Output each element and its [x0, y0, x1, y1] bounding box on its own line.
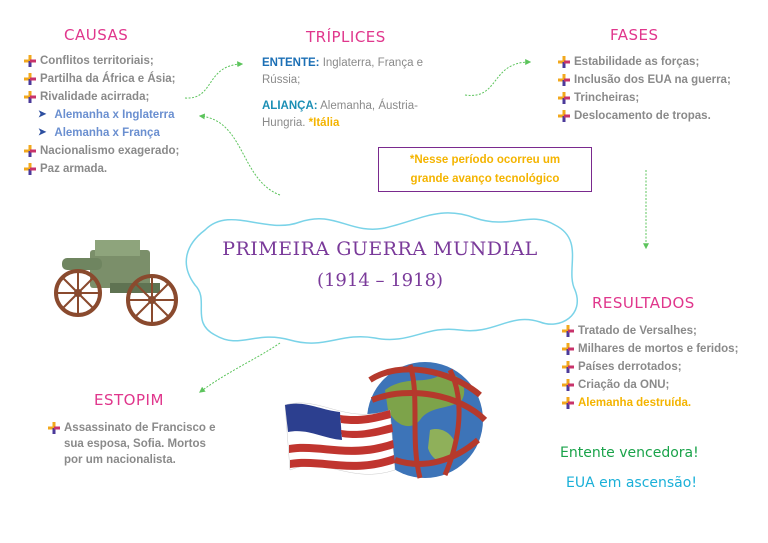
- list-item: Tratado de Versalhes;: [562, 322, 738, 340]
- cannon-illustration: [54, 240, 178, 326]
- eua-ascensao-text: EUA em ascensão!: [566, 475, 697, 491]
- list-item: Nacionalismo exagerado;: [24, 142, 179, 160]
- page-title: PRIMEIRA GUERRA MUNDIAL: [222, 238, 538, 260]
- list-item: Deslocamento de tropas.: [558, 107, 731, 125]
- list-item: Paz armada.: [24, 160, 179, 178]
- resultados-list: Tratado de Versalhes; Milhares de mortos…: [562, 322, 738, 412]
- fases-heading: FASES: [610, 26, 659, 44]
- technology-note-box: *Nesse período ocorreu um grande avanço …: [378, 147, 592, 192]
- list-item: ➤Alemanha x França: [24, 124, 179, 142]
- list-item: Rivalidade acirrada;: [24, 88, 179, 106]
- list-item: ➤Alemanha x Inglaterra: [24, 106, 179, 124]
- list-item: Milhares de mortos e feridos;: [562, 340, 738, 358]
- arrow-to-causas: [198, 113, 281, 196]
- triplices-heading: TRÍPLICES: [306, 28, 386, 46]
- fases-list: Estabilidade as forças; Inclusão dos EUA…: [558, 53, 731, 125]
- list-item: Estabilidade as forças;: [558, 53, 731, 71]
- arrowhead-icon: ➤: [38, 127, 47, 138]
- list-item: Conflitos territoriais;: [24, 52, 179, 70]
- list-item: Criação da ONU;: [562, 376, 738, 394]
- cross-icon: [48, 422, 60, 434]
- cross-icon: [24, 91, 36, 103]
- triplices-entente: ENTENTE: Inglaterra, França e Rússia;: [262, 57, 424, 86]
- cross-icon: [562, 361, 574, 373]
- cross-icon: [24, 163, 36, 175]
- cross-icon: [562, 397, 574, 409]
- arrowhead-icon: ➤: [38, 109, 47, 120]
- causas-list: Conflitos territoriais; Partilha da Áfri…: [24, 52, 179, 178]
- list-item: Partilha da África e Ásia;: [24, 70, 179, 88]
- cross-icon: [24, 73, 36, 85]
- triplices-alianca: ALIANÇA: Alemanha, Áustria- Hungria. *It…: [262, 100, 418, 129]
- estopim-heading: ESTOPIM: [94, 391, 164, 409]
- cross-icon: [558, 92, 570, 104]
- estopim-text: Assassinato de Francisco e sua esposa, S…: [48, 420, 238, 468]
- list-item: Trincheiras;: [558, 89, 731, 107]
- central-cloud: [185, 212, 578, 344]
- cross-icon: [562, 379, 574, 391]
- cross-icon: [562, 343, 574, 355]
- cross-icon: [558, 56, 570, 68]
- cross-icon: [558, 74, 570, 86]
- cross-icon: [562, 325, 574, 337]
- list-item: Alemanha destruída.: [562, 394, 738, 412]
- list-item: Inclusão dos EUA na guerra;: [558, 71, 731, 89]
- cross-icon: [24, 55, 36, 67]
- entente-vencedora-text: Entente vencedora!: [560, 445, 699, 461]
- list-item: Países derrotados;: [562, 358, 738, 376]
- cross-icon: [24, 145, 36, 157]
- arrow-to-fases: [464, 59, 532, 96]
- resultados-heading: RESULTADOS: [592, 294, 695, 312]
- globe-flag-illustration: [284, 362, 488, 479]
- cross-icon: [558, 110, 570, 122]
- causas-heading: CAUSAS: [64, 26, 129, 44]
- arrow-to-estopim: [199, 342, 281, 393]
- center-title: PRIMEIRA GUERRA MUNDIAL (1914 – 1918): [200, 238, 560, 291]
- arrow-to-triplices: [184, 61, 244, 99]
- title-years: (1914 – 1918): [316, 270, 444, 291]
